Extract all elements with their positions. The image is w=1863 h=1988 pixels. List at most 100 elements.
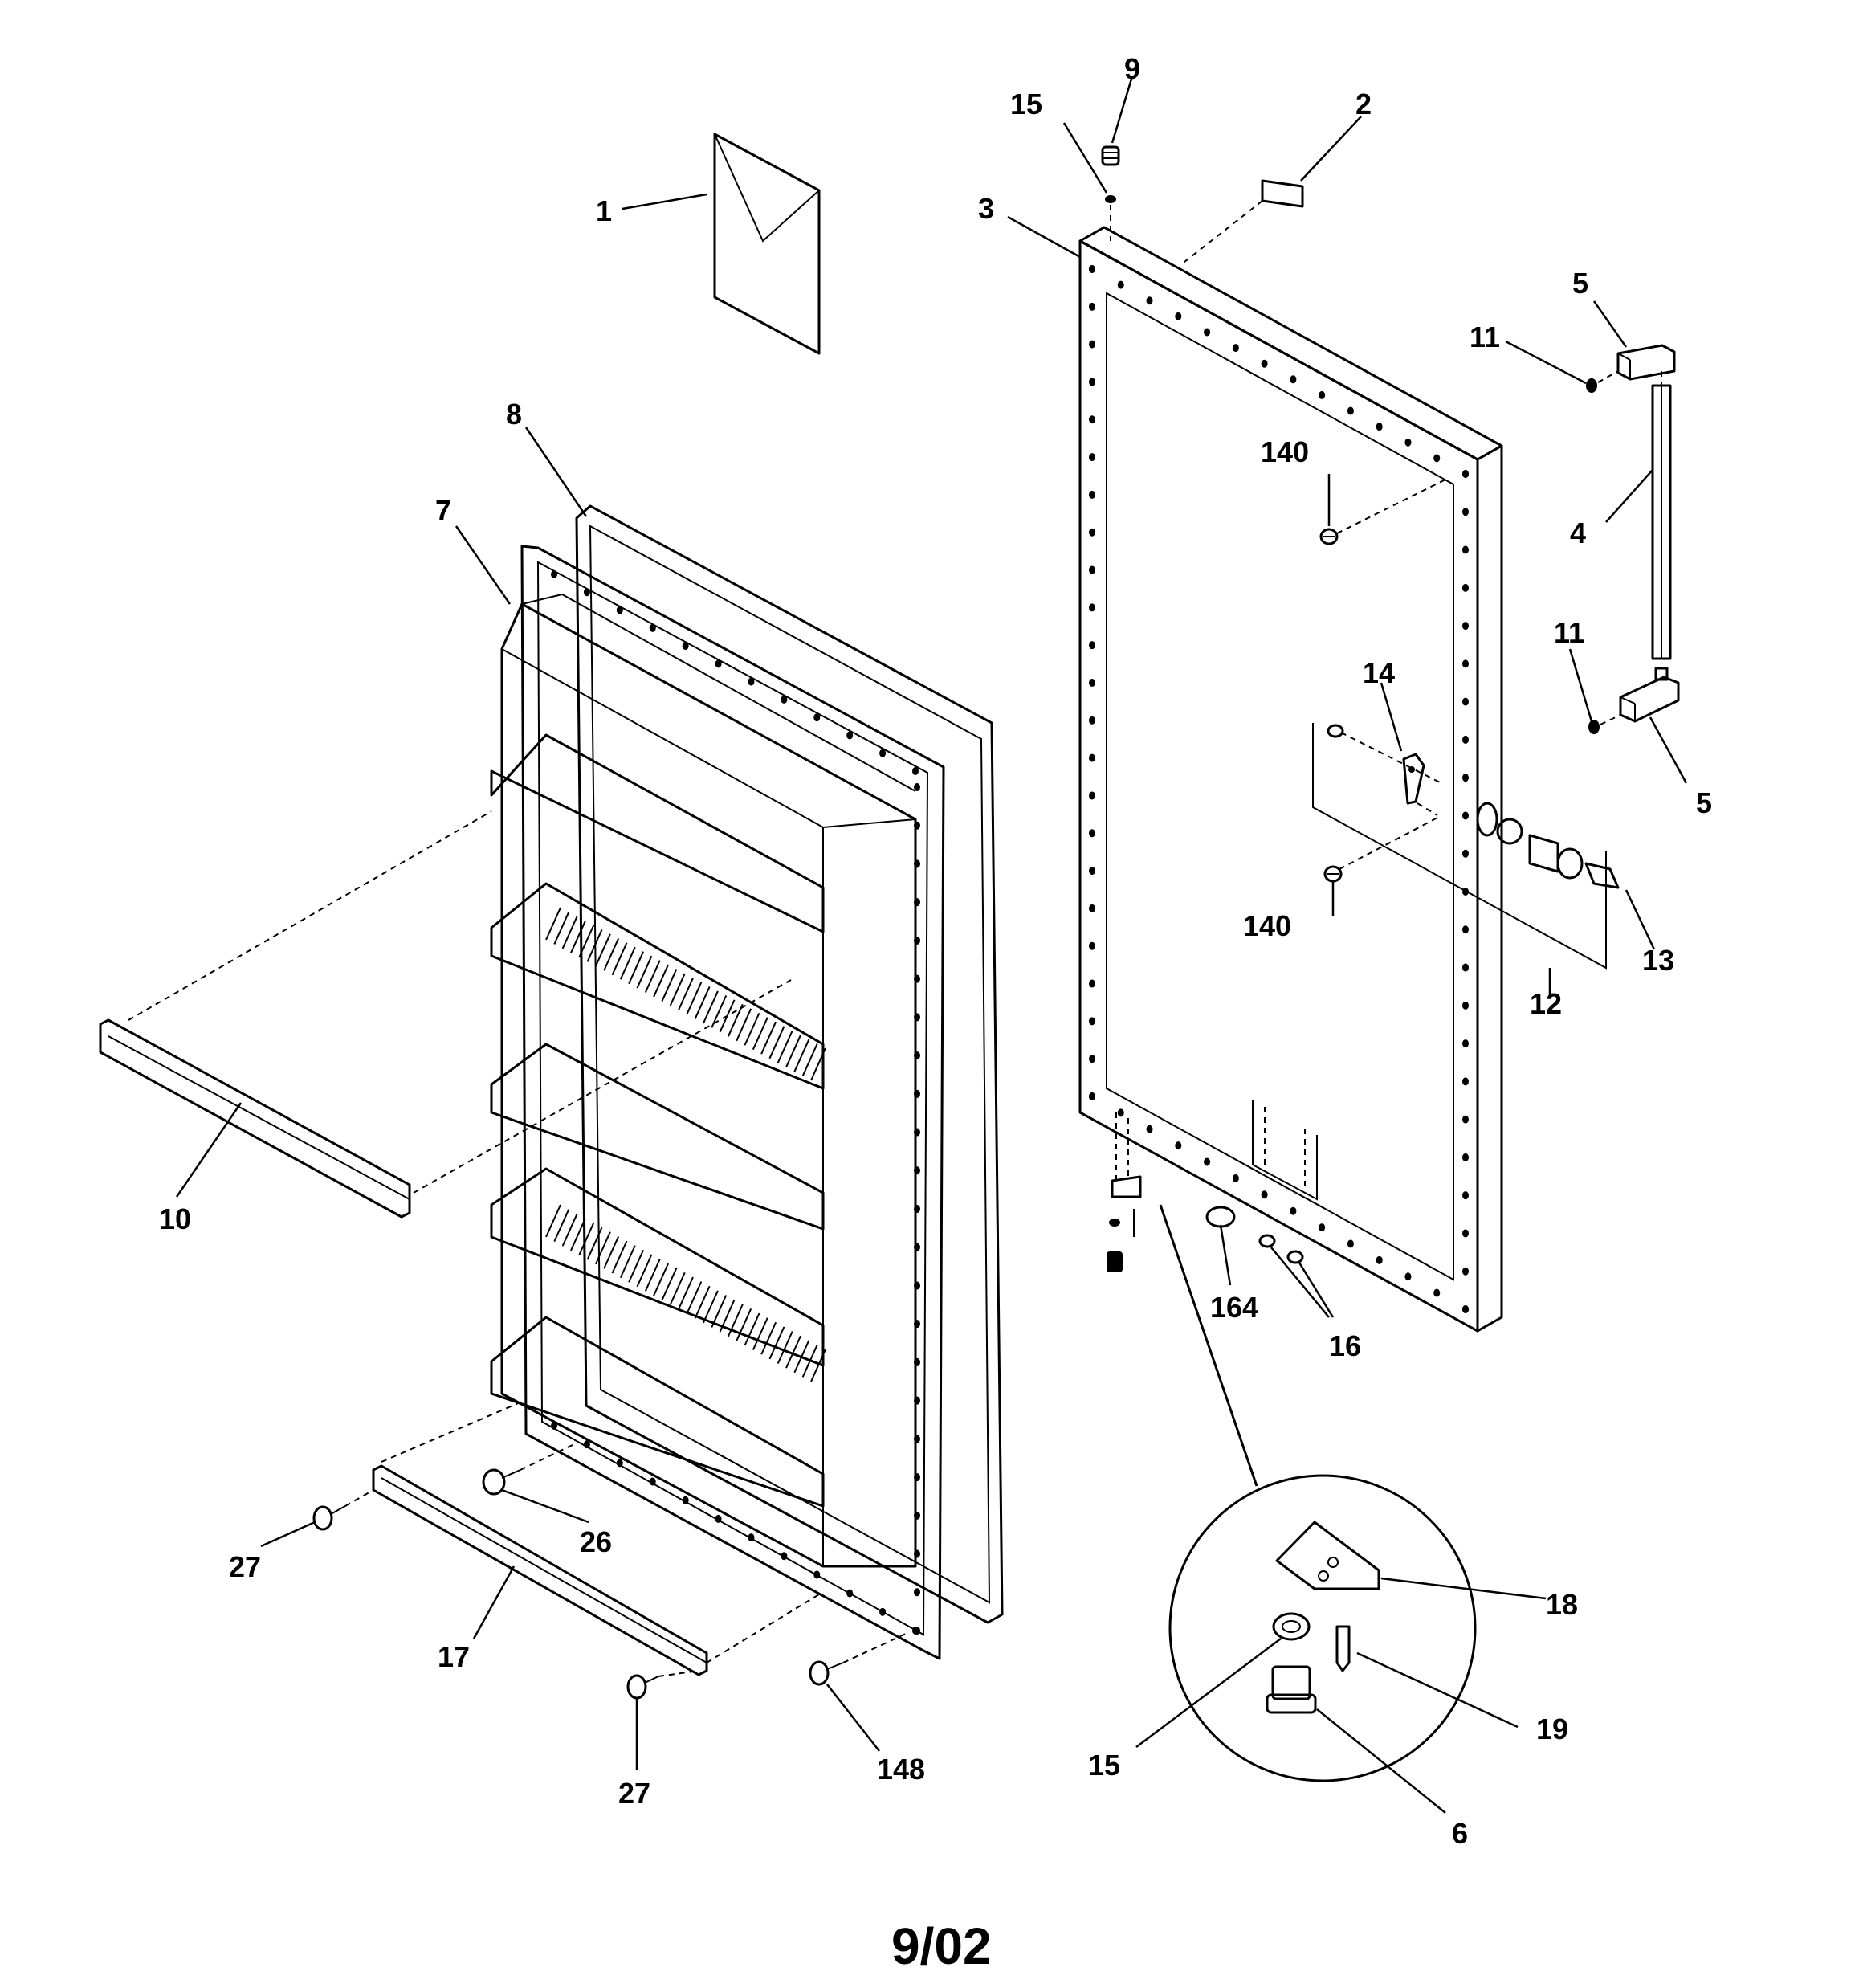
callout-148: 148 bbox=[877, 1753, 925, 1786]
panel-hole bbox=[1462, 1115, 1469, 1124]
panel-hole bbox=[1089, 453, 1095, 462]
liner-hole bbox=[813, 1570, 821, 1579]
panel-hole bbox=[1089, 979, 1095, 988]
liner-hole bbox=[914, 1396, 920, 1405]
panel-hole bbox=[1290, 375, 1297, 384]
door-shelf-grilles bbox=[545, 907, 826, 1382]
part-148-screw bbox=[809, 1660, 844, 1686]
panel-hole bbox=[1146, 1125, 1153, 1133]
callout-27-right: 27 bbox=[618, 1777, 650, 1810]
liner-hole bbox=[914, 859, 920, 868]
panel-hole bbox=[1204, 1157, 1211, 1166]
part-5-handle-end-cap-bottom bbox=[1619, 667, 1680, 723]
liner-hole bbox=[748, 1533, 755, 1542]
liner-hole bbox=[682, 642, 689, 651]
grille-bar bbox=[736, 1008, 752, 1042]
panel-hole bbox=[1462, 659, 1469, 668]
grille-bar bbox=[636, 955, 653, 989]
grille-bar bbox=[553, 1209, 570, 1243]
bottom-bar-guide-top bbox=[381, 1401, 523, 1463]
callout-164: 164 bbox=[1210, 1291, 1258, 1324]
liner-hole bbox=[914, 1205, 920, 1213]
callout-140-lower: 140 bbox=[1243, 909, 1291, 942]
grille-bar bbox=[661, 969, 678, 1002]
panel-hole bbox=[1462, 697, 1469, 706]
liner-hole bbox=[914, 1166, 920, 1175]
grille-bar bbox=[793, 1340, 810, 1374]
grille-bar bbox=[545, 907, 561, 941]
part-11-handle-washer-bottom bbox=[1588, 720, 1600, 734]
grille-bar bbox=[703, 990, 719, 1024]
callout-6: 6 bbox=[1452, 1817, 1468, 1850]
callout-26: 26 bbox=[580, 1525, 612, 1558]
part-9-top-hinge-screw bbox=[1101, 145, 1120, 166]
part-16-plug-a bbox=[1258, 1234, 1276, 1248]
handle-guide-top bbox=[1597, 370, 1619, 383]
pin-27-left-guide bbox=[344, 1489, 374, 1507]
panel-hole bbox=[1089, 340, 1095, 349]
panel-hole bbox=[1089, 904, 1095, 912]
grille-bar bbox=[669, 1272, 686, 1305]
part-3-outer-door-panel bbox=[1078, 226, 1503, 1333]
bottom-washer bbox=[1109, 1219, 1120, 1227]
revision-date: 9/02 bbox=[891, 1917, 992, 1975]
part-5-handle-end-cap-top bbox=[1616, 344, 1676, 381]
grille-bar bbox=[578, 1223, 595, 1255]
grille-bar bbox=[703, 1290, 719, 1324]
callout-3: 3 bbox=[978, 192, 994, 225]
panel-hole bbox=[1117, 280, 1124, 289]
grille-bar bbox=[678, 1276, 694, 1310]
liner-hole bbox=[914, 1051, 920, 1060]
part-27-pin-left bbox=[312, 1505, 346, 1531]
liner-hole bbox=[914, 1281, 920, 1290]
panel-hole bbox=[1146, 296, 1153, 305]
liner-hole bbox=[748, 677, 755, 686]
liner-hole bbox=[914, 1320, 920, 1329]
door-panel-screw-holes bbox=[1089, 265, 1469, 1313]
liner-hole bbox=[616, 1459, 623, 1468]
panel-hole bbox=[1462, 1039, 1469, 1048]
part-164-door-stop bbox=[1205, 1206, 1236, 1228]
callout-17: 17 bbox=[438, 1640, 470, 1673]
panel-hole bbox=[1089, 265, 1095, 273]
panel-hole bbox=[1089, 565, 1095, 574]
grille-bar bbox=[586, 929, 603, 962]
grille-bar bbox=[760, 1021, 777, 1055]
liner-hole bbox=[583, 588, 590, 597]
panel-hole bbox=[1462, 774, 1469, 782]
callout-7: 7 bbox=[435, 494, 451, 527]
panel-hole bbox=[1232, 344, 1239, 353]
screw-140-upper-guide bbox=[1336, 479, 1446, 534]
panel-hole bbox=[1433, 1288, 1441, 1297]
door-liner-screw-holes bbox=[551, 570, 920, 1635]
panel-hole bbox=[1089, 302, 1095, 311]
liner-hole bbox=[914, 1511, 920, 1520]
panel-hole bbox=[1347, 1239, 1354, 1248]
liner-hole bbox=[912, 1627, 919, 1635]
part-8-door-gasket bbox=[575, 504, 1004, 1624]
shelf-bar-guide-bottom bbox=[413, 979, 792, 1194]
liner-hole bbox=[914, 821, 920, 830]
screw-26-guide bbox=[520, 1443, 575, 1471]
panel-hole bbox=[1089, 415, 1095, 424]
panel-hole bbox=[1089, 941, 1095, 950]
grille-bar bbox=[711, 1295, 728, 1328]
panel-hole bbox=[1089, 641, 1095, 650]
grille-bar bbox=[768, 1026, 785, 1059]
grille-bar bbox=[777, 1331, 793, 1364]
panel-hole bbox=[1089, 753, 1095, 762]
liner-hole bbox=[813, 713, 821, 722]
panel-hole bbox=[1175, 312, 1182, 320]
panel-hole bbox=[1261, 1190, 1268, 1199]
liner-hole bbox=[914, 936, 920, 945]
grille-bar bbox=[793, 1039, 810, 1072]
liner-hole bbox=[914, 1089, 920, 1098]
liner-hole bbox=[649, 1477, 656, 1486]
grille-bar bbox=[661, 1268, 678, 1301]
callout-15-top: 15 bbox=[1010, 88, 1042, 120]
liner-hole bbox=[715, 1514, 722, 1523]
liner-hole bbox=[846, 1589, 854, 1598]
panel-hole bbox=[1319, 390, 1326, 399]
grille-bar bbox=[570, 920, 586, 953]
panel-hole bbox=[1089, 679, 1095, 687]
